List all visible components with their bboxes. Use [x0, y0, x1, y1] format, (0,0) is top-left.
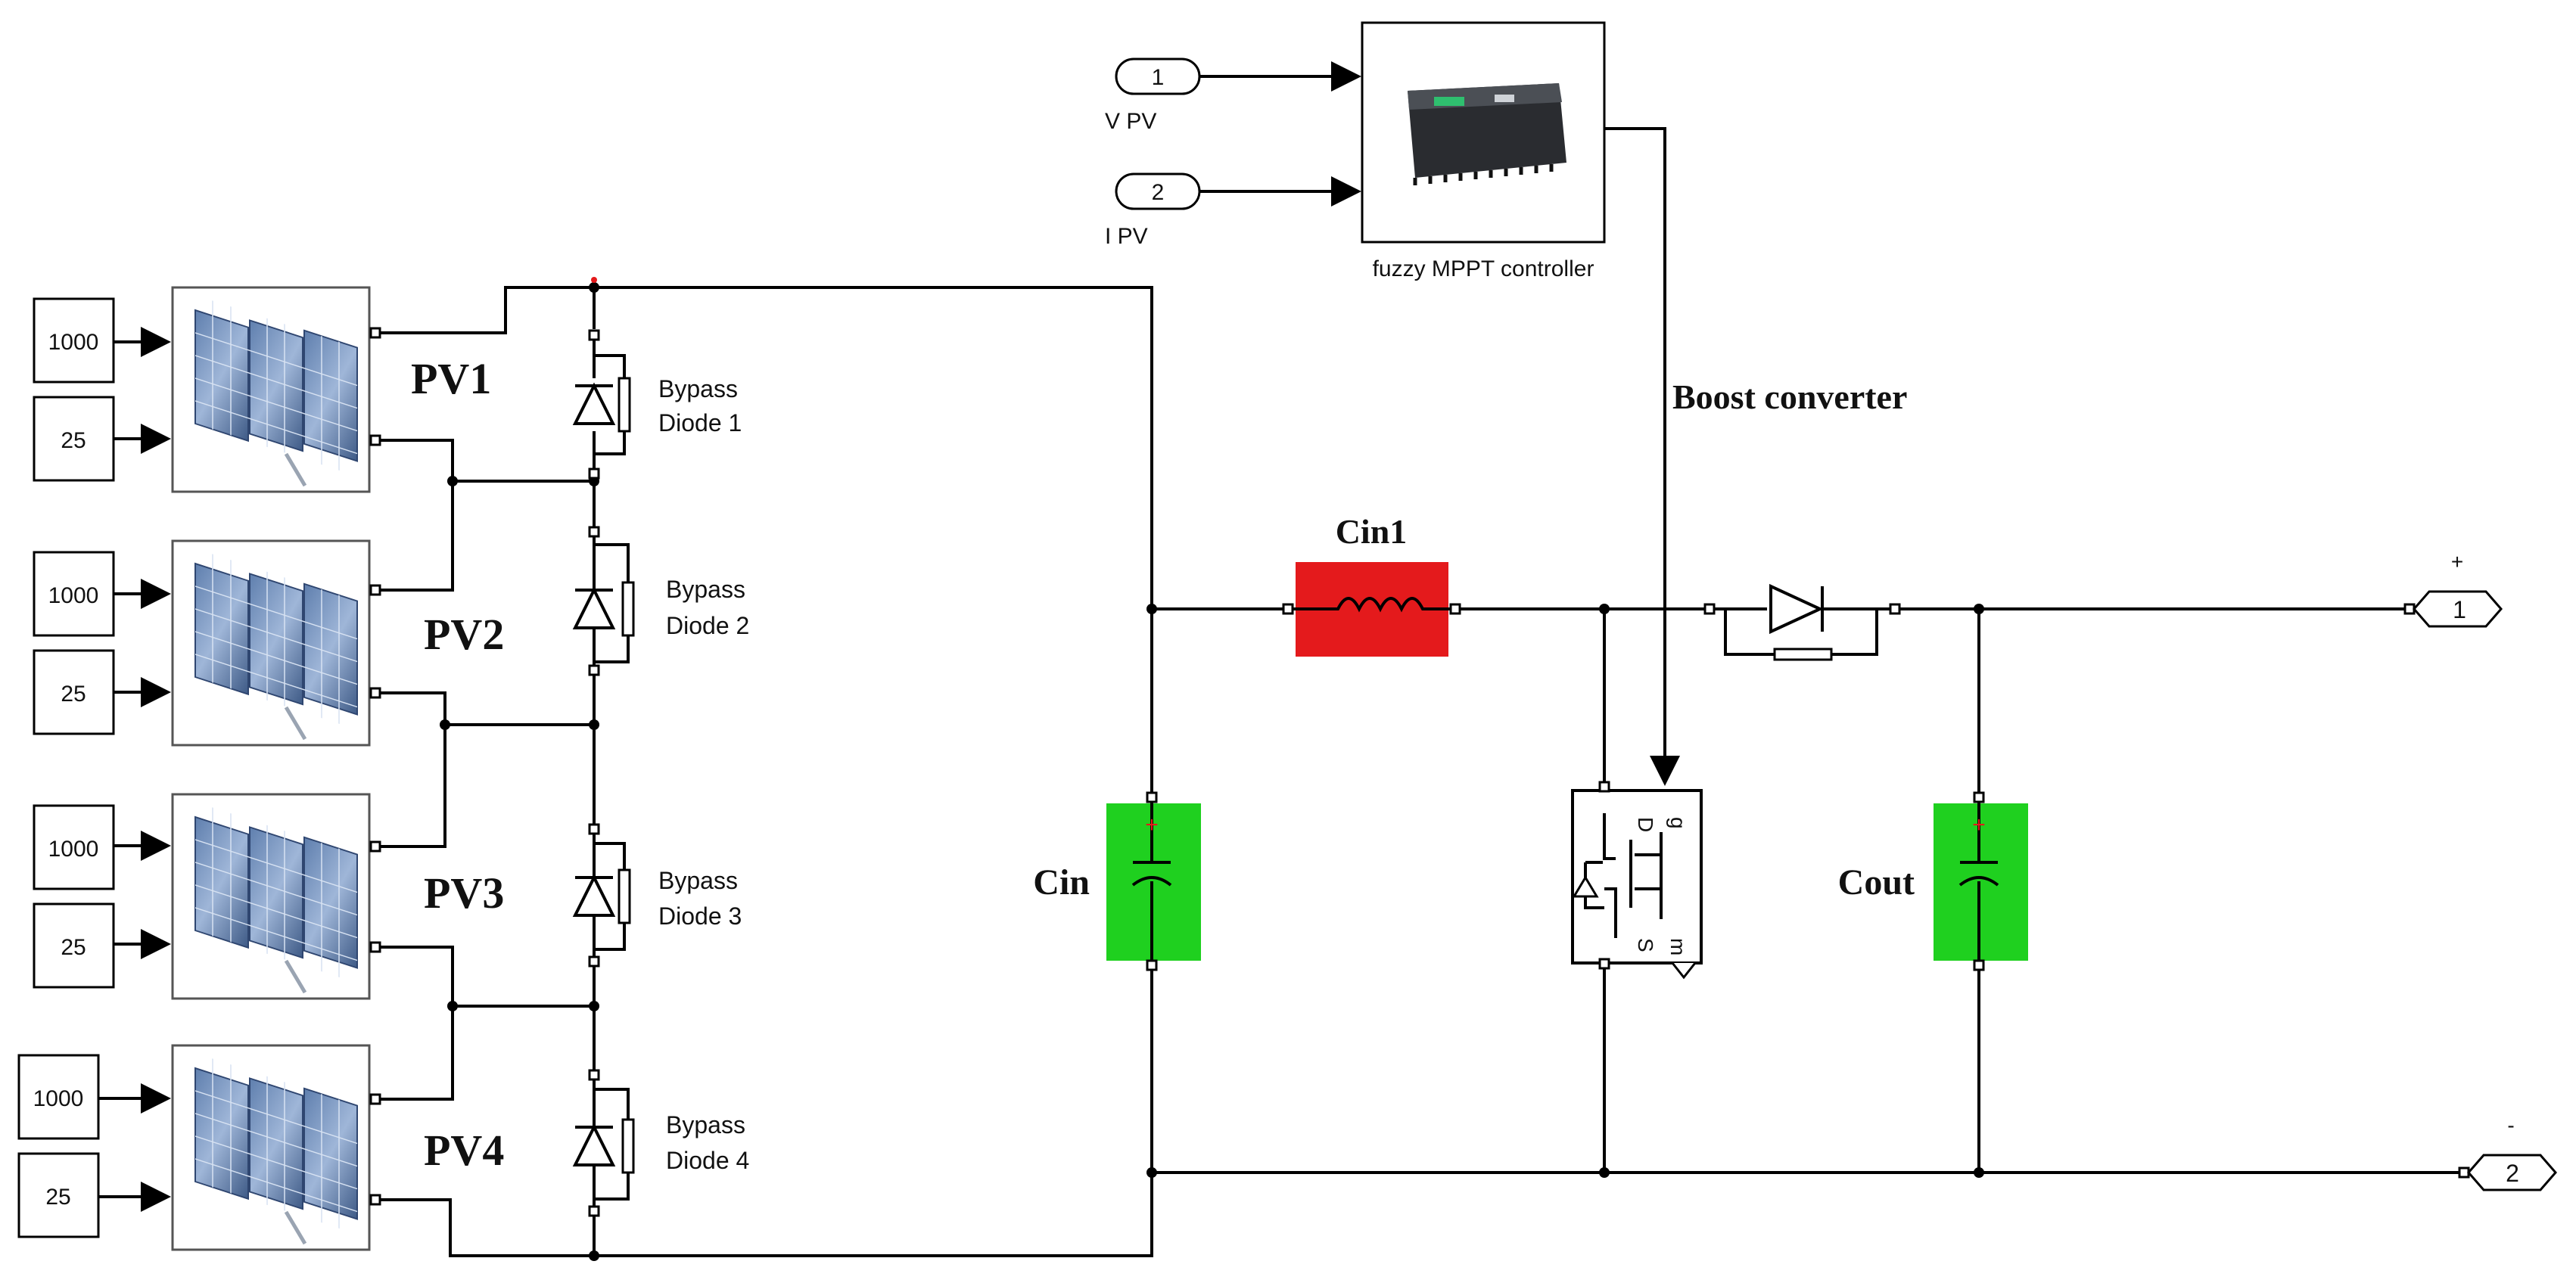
bypass-diode-4[interactable]: Bypass Diode 4	[572, 1069, 749, 1217]
bypass-label-3b: Diode 3	[658, 902, 742, 930]
bypass-diode-3[interactable]: Bypass Diode 3	[572, 823, 742, 968]
cin1-label: Cin1	[1336, 512, 1408, 551]
svg-text:1: 1	[2453, 596, 2466, 623]
pv-array-2[interactable]: 1000 25 PV2	[33, 541, 504, 745]
cout-body	[1934, 803, 2028, 961]
temperature-value-2: 25	[61, 682, 86, 707]
irradiance-block-1[interactable]	[33, 297, 115, 384]
outport-1-sign: +	[2451, 550, 2463, 573]
bypass-label-4: Bypass	[666, 1111, 745, 1138]
pv-label-1: PV1	[411, 354, 491, 403]
temperature-block-3[interactable]	[33, 902, 115, 989]
solar-panel-icon	[173, 1045, 369, 1250]
solar-panel-icon	[173, 287, 369, 492]
solar-panel-icon	[173, 794, 369, 999]
irradiance-value-2: 1000	[48, 583, 99, 608]
dc-bus	[1146, 604, 2459, 1178]
mosfet-d-label: D	[1634, 817, 1657, 832]
bypass-label-2: Bypass	[666, 576, 745, 603]
temperature-block-4[interactable]	[17, 1152, 100, 1238]
boost-diode[interactable]	[1703, 583, 1901, 661]
pv-array-4[interactable]: 1000 25 PV4	[17, 1045, 504, 1250]
irradiance-value-1: 1000	[48, 330, 99, 355]
diode-icon	[572, 874, 616, 917]
irradiance-value-4: 1000	[33, 1086, 84, 1111]
string-wiring	[380, 277, 1153, 1261]
cin-body	[1106, 803, 1201, 961]
cout-label: Cout	[1838, 862, 1915, 902]
pv-terminals	[369, 327, 381, 1206]
irradiance-block-2[interactable]	[33, 551, 115, 637]
boost-converter-label: Boost converter	[1672, 377, 1907, 416]
bypass-label-4b: Diode 4	[666, 1147, 749, 1174]
irradiance-value-3: 1000	[48, 837, 99, 862]
cin-label: Cin	[1033, 862, 1090, 902]
controller-label: fuzzy MPPT controller	[1373, 256, 1594, 281]
bypass-label-3: Bypass	[658, 867, 738, 894]
outport-2[interactable]: 2 -	[2458, 1114, 2557, 1191]
pv-label-4: PV4	[424, 1126, 504, 1175]
temperature-block-1[interactable]	[33, 396, 115, 482]
svg-text:1: 1	[1152, 65, 1165, 90]
mosfet-s-label: S	[1634, 938, 1657, 952]
body-diode-icon	[1572, 875, 1599, 898]
diode-icon	[1769, 583, 1824, 635]
diode-icon	[572, 1123, 616, 1166]
mosfet-g-label: g	[1666, 817, 1690, 829]
pv-array-1[interactable]: 1000 25 PV1	[33, 287, 491, 492]
irradiance-block-4[interactable]	[17, 1054, 100, 1140]
temperature-value-4: 25	[45, 1185, 70, 1210]
diode-icon	[572, 382, 616, 425]
svg-text:2: 2	[2506, 1160, 2519, 1187]
inport-1[interactable]: 1 V PV	[1105, 57, 1361, 134]
bypass-diode-1[interactable]: Bypass Diode 1	[572, 329, 742, 480]
svg-text:+: +	[1972, 812, 1986, 837]
mosfet-m-label: m	[1666, 938, 1690, 955]
pv-label-2: PV2	[424, 610, 504, 659]
mosfet-switch[interactable]: D g S m	[1571, 781, 1703, 980]
cin-capacitor[interactable]: + Cin	[1033, 791, 1201, 971]
pv-label-3: PV3	[424, 868, 504, 918]
inport-2-label: I PV	[1105, 224, 1148, 249]
bypass-label-1: Bypass	[658, 375, 738, 402]
outport-2-sign: -	[2507, 1114, 2514, 1137]
inport-1-label: V PV	[1105, 109, 1156, 134]
outport-1[interactable]: 1 +	[2403, 550, 2503, 628]
inport-2[interactable]: 2 I PV	[1105, 172, 1361, 249]
pv-array-3[interactable]: 1000 25 PV3	[33, 794, 504, 999]
svg-text:+: +	[1145, 812, 1159, 837]
temperature-value-1: 25	[61, 428, 86, 453]
cout-capacitor[interactable]: + Cout	[1838, 791, 2028, 971]
cin1-inductor[interactable]: Cin1	[1282, 512, 1461, 657]
solar-panel-icon	[173, 541, 369, 745]
bypass-label-1b: Diode 1	[658, 409, 742, 436]
controller-device-icon	[1408, 83, 1566, 185]
svg-text:2: 2	[1152, 180, 1165, 205]
temperature-block-2[interactable]	[33, 649, 115, 735]
fuzzy-mppt-controller[interactable]: fuzzy MPPT controller Boost converter	[1361, 21, 1907, 786]
bypass-diode-2[interactable]: Bypass Diode 2	[572, 526, 749, 676]
diode-icon	[572, 586, 616, 629]
bypass-label-2b: Diode 2	[666, 612, 749, 639]
temperature-value-3: 25	[61, 935, 86, 960]
